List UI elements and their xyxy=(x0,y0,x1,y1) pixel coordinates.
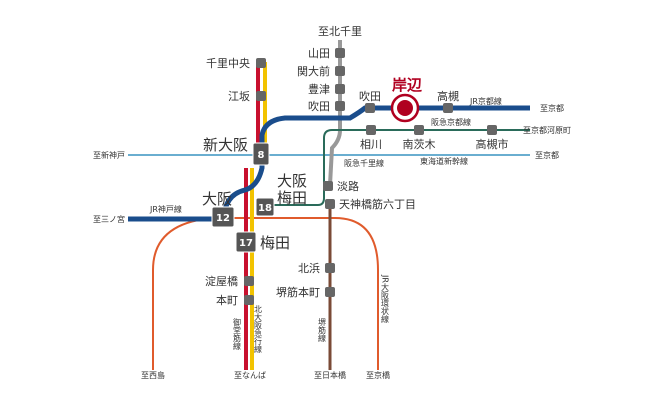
station-marker-minami-ibaraki[interactable] xyxy=(414,125,424,135)
label-kandai-mae: 関大前 xyxy=(297,64,330,78)
label-osaka-umeda-2: 梅田 xyxy=(277,189,307,207)
label-kishibe: 岸辺 xyxy=(392,76,423,94)
station-marker-takatsuki[interactable] xyxy=(443,103,453,113)
station-marker-aikawa[interactable] xyxy=(366,125,376,135)
station-marker-suita-jr[interactable] xyxy=(365,103,375,113)
label-sakaisuji-hommachi: 堺筋本町 xyxy=(276,285,320,299)
dir-to-shinkobe: 至新神戸 xyxy=(93,150,125,160)
dir-to-namba: 至なんば xyxy=(234,371,266,380)
label-umeda: 梅田 xyxy=(260,234,290,252)
label-awaji: 淡路 xyxy=(337,180,359,193)
station-marker-toyotsu[interactable] xyxy=(335,84,345,94)
station-badge-osaka[interactable] xyxy=(211,206,235,228)
label-suita-jr: 吹田 xyxy=(359,90,381,103)
label-takatsuki-shi: 高槻市 xyxy=(476,137,509,151)
label-tenjimbashi: 天神橋筋六丁目 xyxy=(339,197,416,211)
station-badge-shin-osaka-num: 8 xyxy=(258,150,265,161)
label-takatsuki: 高槻 xyxy=(437,89,459,103)
station-marker-senri-chuo[interactable] xyxy=(256,58,266,68)
label-osaka-umeda-1: 大阪 xyxy=(277,172,307,190)
station-marker-yamada[interactable] xyxy=(335,48,345,58)
label-toyotsu: 豊津 xyxy=(308,83,330,96)
station-badge-osaka-umeda[interactable] xyxy=(255,197,275,217)
label-line-hankyu-senri: 阪急千里線 xyxy=(344,158,384,168)
station-marker-takatsuki-shi[interactable] xyxy=(487,125,497,135)
label-line-hankyu-kyoto: 阪急京都線 xyxy=(431,117,471,127)
station-marker-yodoyabashi[interactable] xyxy=(244,276,254,286)
label-aikawa: 相川 xyxy=(360,138,382,151)
jr-kyoto-line xyxy=(221,105,530,221)
station-marker-tenjimbashi[interactable] xyxy=(325,199,335,209)
label-senri-chuo: 千里中央 xyxy=(206,57,250,70)
label-shin-osaka: 新大阪 xyxy=(203,136,248,154)
hankyu-senri-lower xyxy=(328,110,342,186)
station-marker-hommachi[interactable] xyxy=(244,295,254,305)
station-badge-osaka-umeda-num: 18 xyxy=(258,203,272,214)
label-yamada: 山田 xyxy=(308,47,330,60)
label-kitahama: 北浜 xyxy=(298,262,320,275)
label-minami-ibaraki: 南茨木 xyxy=(403,137,436,151)
dir-to-kyoto-shinkansen: 至京都 xyxy=(535,150,559,160)
label-kita-senri-dir: 至北千里 xyxy=(318,25,362,38)
dir-to-kyoto-jr: 至京都 xyxy=(540,103,564,113)
dir-to-nishikujo: 至西島 xyxy=(141,370,165,380)
label-esaka: 江坂 xyxy=(228,90,250,103)
hankyu-kyoto-line xyxy=(270,129,530,206)
dir-to-kawaramachi: 至京都河原町 xyxy=(523,125,571,135)
label-yodoyabashi: 淀屋橋 xyxy=(205,274,238,288)
station-marker-awaji[interactable] xyxy=(323,181,333,191)
label-hommachi: 本町 xyxy=(216,293,238,307)
label-line-jr-kobe: JR神戸線 xyxy=(149,204,182,214)
label-line-kitaosaka: 北大阪急行線 xyxy=(254,305,263,353)
dir-to-kyobashi: 至京橋 xyxy=(366,370,390,380)
label-osaka: 大阪 xyxy=(202,190,232,208)
station-marker-esaka[interactable] xyxy=(256,91,266,101)
station-badge-umeda-num: 17 xyxy=(239,238,253,249)
station-marker-kitahama[interactable] xyxy=(325,263,335,273)
label-line-jr-kyoto: JR京都線 xyxy=(469,96,502,106)
dir-to-nihombashi: 至日本橋 xyxy=(314,370,346,380)
label-line-sakaisuji: 堺筋線 xyxy=(318,317,327,342)
station-marker-suita-hankyu[interactable] xyxy=(335,101,345,111)
kishibe-highlight-dot xyxy=(397,100,413,116)
station-badge-umeda[interactable] xyxy=(235,231,257,253)
label-suita-hankyu: 吹田 xyxy=(308,100,330,113)
dir-to-sannomiya: 至三ノ宮 xyxy=(93,214,125,224)
label-line-shinkansen: 東海道新幹線 xyxy=(420,156,468,166)
station-marker-sakaisuji-hommachi[interactable] xyxy=(325,287,335,297)
station-badge-osaka-num: 12 xyxy=(216,213,230,224)
station-badge-shin-osaka[interactable] xyxy=(252,142,270,166)
label-line-loop: JR大阪環状線 xyxy=(381,274,390,323)
station-marker-kandai-mae[interactable] xyxy=(335,66,345,76)
label-line-midosuji: 御堂筋線 xyxy=(233,317,242,350)
